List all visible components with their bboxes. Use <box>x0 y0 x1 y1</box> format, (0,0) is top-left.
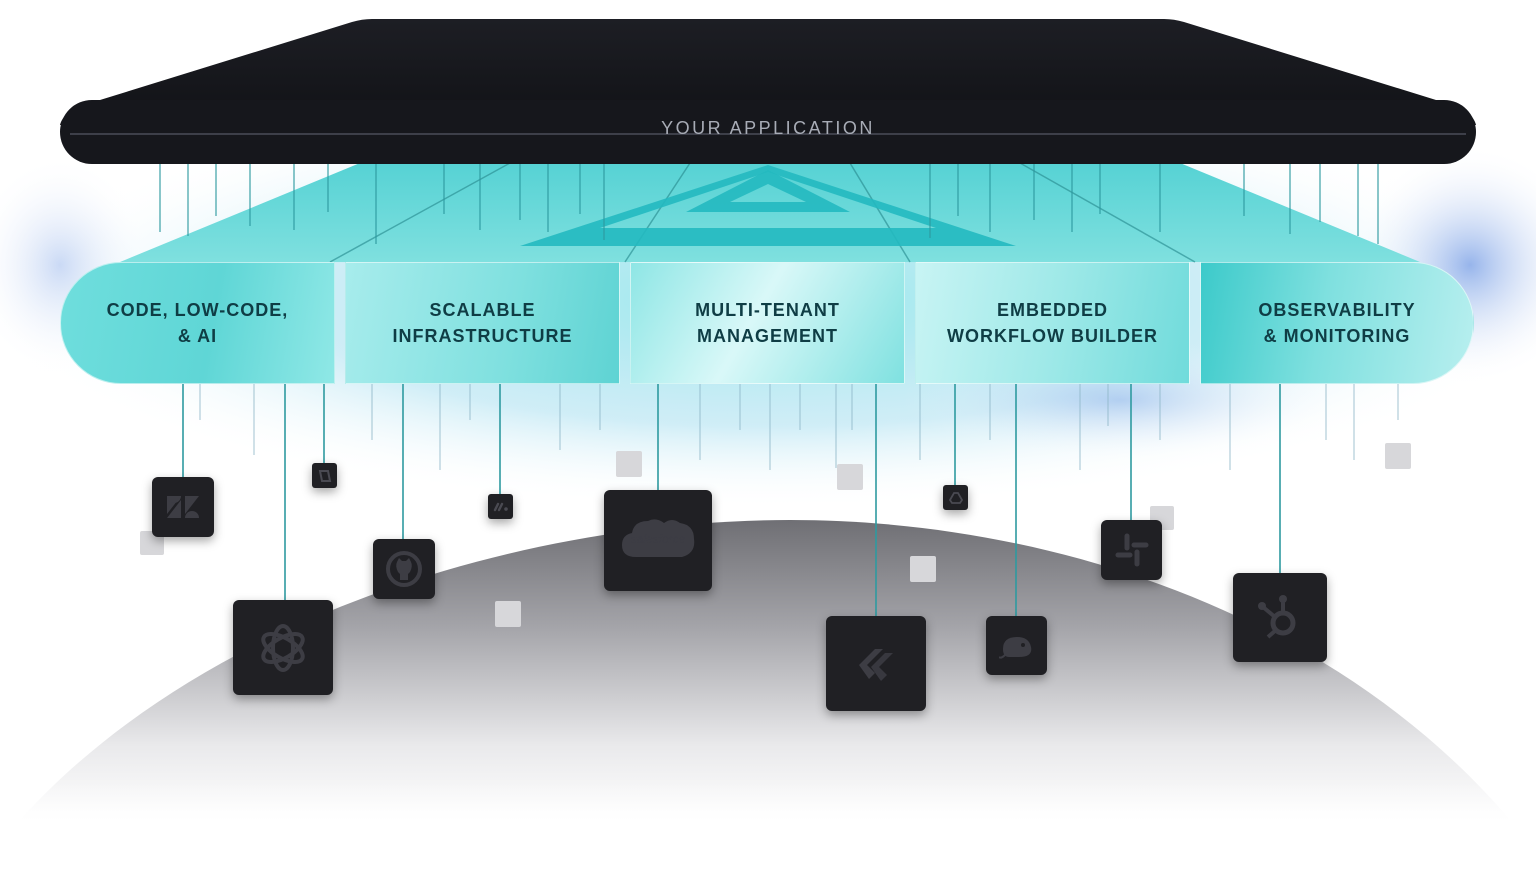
openai-icon <box>233 600 333 695</box>
ghost-square <box>837 464 863 490</box>
ghost-square <box>910 556 936 582</box>
capability-bar: CODE, LOW-CODE, & AI SCALABLE INFRASTRUC… <box>60 262 1474 384</box>
monday-icon <box>488 494 513 519</box>
capability-label: CODE, LOW-CODE, & AI <box>106 300 289 346</box>
capability-multi-tenant-management: MULTI-TENANT MANAGEMENT <box>630 262 905 384</box>
make-icon <box>312 463 337 488</box>
ghost-square <box>495 601 521 627</box>
ghost-square <box>616 451 642 477</box>
app-title: YOUR APPLICATION <box>661 118 875 138</box>
github-icon <box>373 539 435 599</box>
capability-label: EMBEDDED WORKFLOW BUILDER <box>947 300 1158 346</box>
capability-embedded-workflow-builder: EMBEDDED WORKFLOW BUILDER <box>915 262 1190 384</box>
slack-icon <box>1101 520 1162 580</box>
capability-label: MULTI-TENANT MANAGEMENT <box>695 300 840 346</box>
capability-observability-monitoring: OBSERVABILITY & MONITORING <box>1200 262 1474 384</box>
jira-icon <box>826 616 926 711</box>
google-drive-icon <box>943 485 968 510</box>
capability-code-lowcode-ai: CODE, LOW-CODE, & AI <box>60 262 335 384</box>
ghost-square <box>1385 443 1411 469</box>
zendesk-icon <box>152 477 214 537</box>
hubspot-icon <box>1233 573 1327 662</box>
capability-label: SCALABLE INFRASTRUCTURE <box>392 300 573 346</box>
digitalocean-icon <box>986 616 1047 675</box>
salesforce-icon: salesforce <box>604 490 712 591</box>
capability-scalable-infrastructure: SCALABLE INFRASTRUCTURE <box>345 262 620 384</box>
capability-label: OBSERVABILITY & MONITORING <box>1258 300 1416 346</box>
salesforce-label: salesforce <box>630 532 686 546</box>
